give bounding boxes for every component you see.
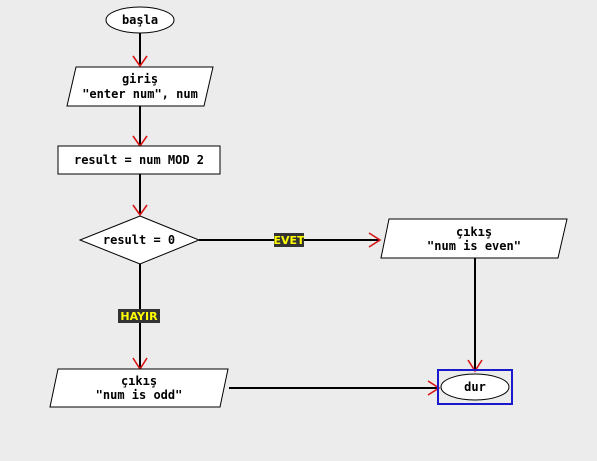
end-terminal[interactable]: dur	[437, 369, 513, 405]
output-odd-keyword: çıkış	[121, 374, 157, 388]
arrowhead-input	[132, 55, 148, 68]
input-node-keyword: giriş	[122, 72, 158, 86]
edge-label-yes-text: EVET	[273, 234, 305, 247]
decision-node[interactable]: result = 0	[78, 215, 201, 265]
start-terminal-label: başla	[122, 13, 158, 27]
arrowhead-even	[368, 232, 382, 248]
end-terminal-label: dur	[464, 380, 486, 394]
output-odd-expression: "num is odd"	[96, 388, 183, 402]
input-node-expression: "enter num", num	[82, 87, 198, 101]
process-node-label: result = num MOD 2	[74, 153, 204, 167]
output-odd-node[interactable]: çıkış "num is odd"	[49, 368, 229, 408]
arrowhead-decision	[132, 204, 148, 217]
output-even-expression: "num is even"	[427, 239, 521, 253]
output-even-keyword: çıkış	[456, 225, 492, 239]
edge-label-no: HAYIR	[118, 309, 160, 323]
process-node[interactable]: result = num MOD 2	[57, 145, 221, 175]
end-terminal-selection	[437, 369, 513, 405]
edge-label-yes: EVET	[273, 233, 305, 247]
output-even-node[interactable]: çıkış "num is even"	[380, 218, 568, 259]
edge-label-no-text: HAYIR	[120, 310, 158, 323]
input-node[interactable]: giriş "enter num", num	[66, 66, 214, 107]
start-terminal[interactable]: başla	[105, 6, 175, 34]
decision-node-label: result = 0	[103, 233, 175, 247]
